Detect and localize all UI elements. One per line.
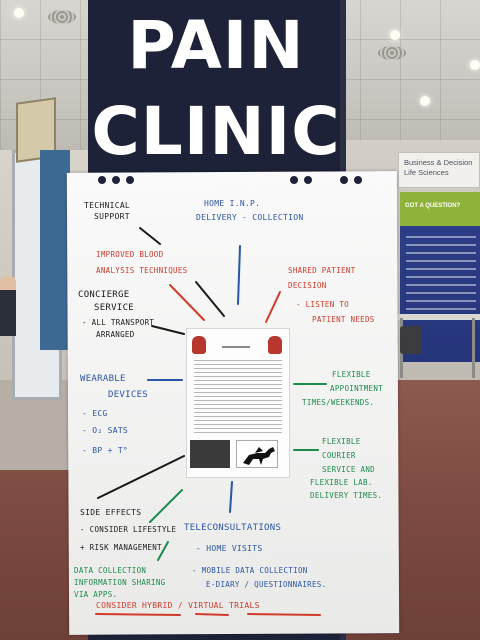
horse-icon [236, 440, 278, 468]
note-flexible-courier-5: DELIVERY TIMES. [310, 491, 383, 500]
note-technical-support-2: SUPPORT [94, 212, 130, 221]
binder-hole [98, 176, 106, 184]
sign-title-line2: CLINIC [91, 93, 341, 170]
note-flexible-appt-1: FLEXIBLE [332, 370, 371, 379]
heart-icon [268, 336, 282, 354]
person-figure [0, 276, 16, 336]
note-wearable-2: DEVICES [108, 390, 149, 400]
chair [400, 326, 422, 354]
sign-title-line1: PAIN [127, 7, 305, 84]
note-teleconsultations: TELECONSULTATIONS [184, 523, 282, 533]
note-concierge-4: ARRANGED [96, 330, 135, 339]
document-photo [190, 440, 230, 468]
binder-hole [112, 176, 120, 184]
note-flexible-appt-3: TIMES/WEEKENDS. [302, 398, 375, 407]
note-home-visits: - HOME VISITS [196, 544, 263, 553]
note-home-inp-1: HOME I.N.P. [204, 199, 261, 208]
note-wearable-4: - O₂ SATS [82, 426, 129, 435]
binder-hole [354, 176, 362, 184]
note-shared-patient-2: DECISION [288, 281, 327, 290]
ceiling-light [470, 60, 480, 70]
binder-hole [340, 176, 348, 184]
booth-banner-text [406, 236, 476, 316]
ceiling-light [14, 8, 24, 18]
booth-header-sign [398, 152, 480, 188]
note-wearable-1: WEARABLE [80, 374, 126, 384]
booth-banner-label: GOT A QUESTION? [405, 203, 461, 209]
heart-icon [192, 336, 206, 354]
note-flexible-appt-2: APPOINTMENT [330, 384, 383, 393]
note-shared-patient-1: SHARED PATIENT [288, 266, 356, 275]
binder-hole [290, 176, 298, 184]
note-wearable-5: - BP + T° [82, 446, 129, 455]
booth-table [396, 314, 480, 320]
note-flexible-courier-1: FLEXIBLE [322, 437, 361, 446]
note-flexible-courier-3: SERVICE AND [322, 465, 375, 474]
booth-banner-top [400, 192, 480, 226]
note-home-inp-2: DELIVERY - COLLECTION [196, 213, 304, 222]
document-title [222, 346, 250, 348]
note-shared-patient-3: - LISTEN TO [296, 300, 349, 309]
note-consider-hybrid: CONSIDER HYBRID / VIRTUAL TRIALS [96, 601, 260, 610]
note-data-collection-3: VIA APPS. [74, 590, 118, 599]
note-flexible-courier-2: COURIER [322, 451, 356, 460]
note-improved-blood-2: ANALYSIS TECHNIQUES [96, 266, 188, 275]
ceiling-vent [48, 10, 76, 24]
binder-hole [126, 176, 134, 184]
note-concierge-2: SERVICE [94, 303, 135, 313]
note-side-effects-3: + RISK MANAGEMENT [80, 543, 162, 552]
note-data-collection-2: INFORMATION SHARING [74, 578, 166, 587]
note-flexible-courier-4: FLEXIBLE LAB. [310, 478, 373, 487]
note-side-effects-2: - CONSIDER LIFESTYLE [80, 525, 177, 534]
ceiling-vent [378, 46, 406, 60]
note-wearable-3: - ECG [82, 409, 108, 418]
note-side-effects-1: SIDE EFFECTS [80, 508, 142, 517]
note-concierge-3: - ALL TRANSPORT [82, 318, 155, 327]
binder-hole [304, 176, 312, 184]
note-improved-blood-1: IMPROVED BLOOD [96, 250, 164, 259]
note-technical-support-1: TECHNICAL [84, 201, 131, 210]
booth-header-text: Business & Decision Life Sciences [404, 158, 473, 177]
blue-wall-panel [40, 150, 70, 350]
note-shared-patient-4: PATIENT NEEDS [312, 315, 375, 324]
note-data-collection-1: DATA COLLECTION [74, 566, 147, 575]
note-mobile-data-1: - MOBILE DATA COLLECTION [192, 566, 308, 575]
ceiling-light [420, 96, 430, 106]
ceiling-light [390, 30, 400, 40]
table-leg [472, 318, 475, 378]
note-mobile-data-2: E-DIARY / QUESTIONNAIRES. [206, 580, 327, 589]
note-concierge-1: CONCIERGE [78, 290, 130, 300]
document-text-lines [194, 360, 282, 434]
